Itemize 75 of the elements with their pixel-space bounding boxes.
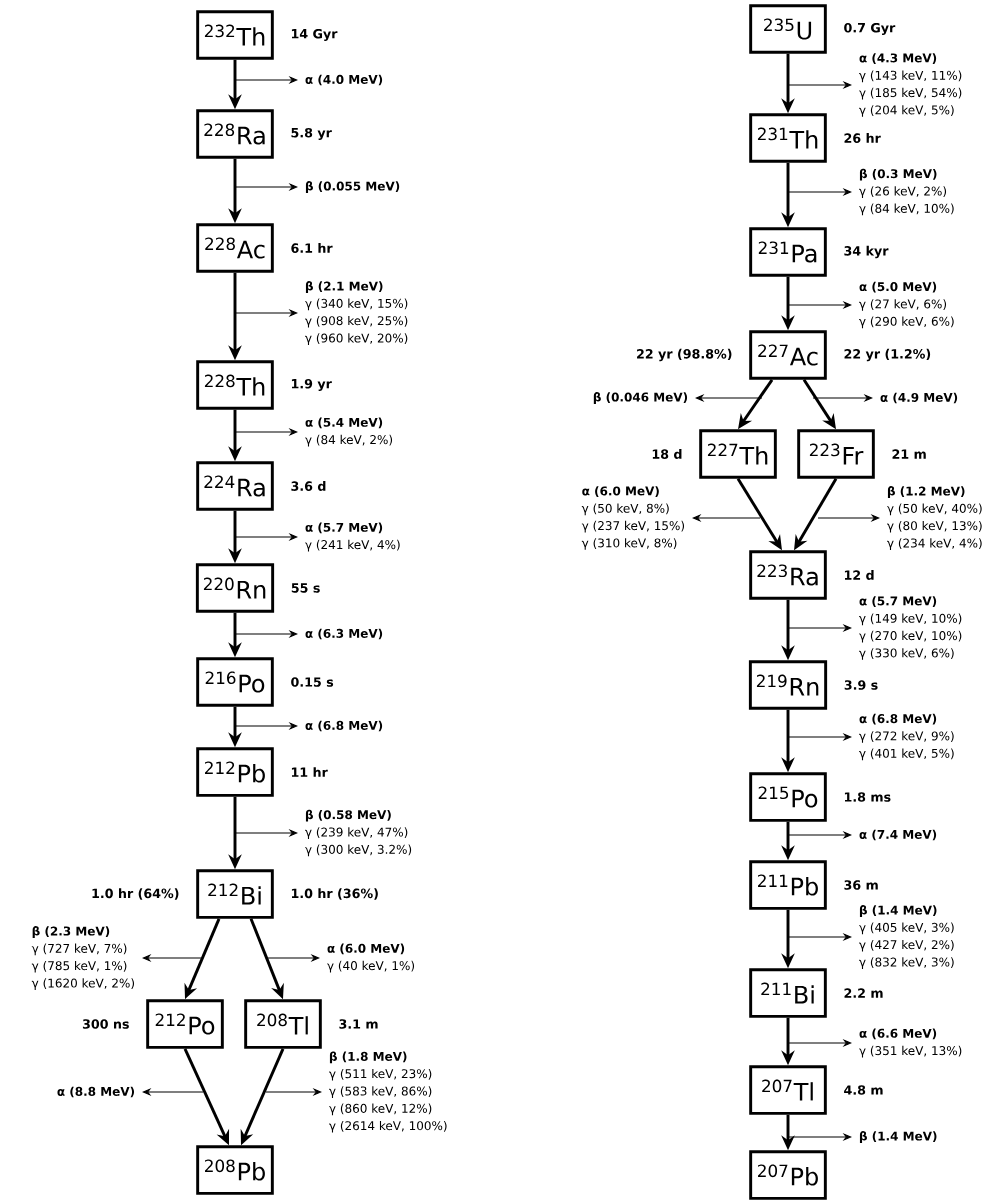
half-life-label: 3.6 d (291, 481, 326, 491)
half-life-label: 22 yr (98.8%) (637, 348, 732, 362)
emission-label: α (8.8 MeV) (57, 1086, 135, 1098)
half-life-label: 18 d (652, 449, 682, 459)
nuclide-box: $^{228}$Ra (196, 109, 274, 159)
nuclide-box: $^{228}$Ac (196, 223, 274, 273)
half-life-label: 0.15 s (291, 677, 334, 687)
half-life-label: 21 m (892, 449, 926, 459)
nuclide-box: $^{228}$Th (196, 360, 274, 410)
nuclide-box: $^{207}$Pb (749, 1150, 827, 1200)
emission-label: α (5.0 MeV) γ (27 keV, 6%) γ (290 keV, 6%) (859, 281, 954, 329)
emission-label: β (1.8 MeV) γ (511 keV, 23%) γ (583 keV, 86%) γ (860 keV, 12%) γ (2614 keV, 100%) (329, 1051, 447, 1133)
emission-label: β (1.2 MeV) γ (50 keV, 40%) γ (80 keV, 13%) γ (234 keV, 4%) (887, 486, 982, 550)
half-life-label: 26 hr (844, 133, 881, 143)
emission-label: α (5.4 MeV) γ (84 keV, 2%) (305, 417, 393, 447)
half-life-label: 1.9 yr (291, 378, 332, 392)
emission-label: β (0.055 MeV) (305, 181, 400, 193)
emission-label: β (0.58 MeV) γ (239 keV, 47%) γ (300 keV, 3.2%) (305, 809, 412, 857)
half-life-label: 0.7 Gyr (844, 22, 896, 36)
half-life-label: 4.8 m (844, 1085, 883, 1095)
nuclide-box: $^{223}$Ra (749, 550, 827, 600)
half-life-label: 14 Gyr (291, 28, 338, 42)
emission-label: α (6.8 MeV) (305, 720, 383, 732)
half-life-label: 1.8 ms (844, 792, 891, 802)
emission-label: β (0.046 MeV) (593, 392, 688, 404)
emission-label: β (1.4 MeV) γ (405 keV, 3%) γ (427 keV, 2%) γ (832 keV, 3%) (859, 905, 954, 969)
emission-label: α (5.7 MeV) γ (149 keV, 10%) γ (270 keV, 10%) γ (330 keV, 6%) (859, 596, 962, 660)
emission-label: α (6.8 MeV) γ (272 keV, 9%) γ (401 keV, 5%) (859, 713, 954, 761)
half-life-label: 34 kyr (844, 245, 889, 259)
emission-label: α (6.3 MeV) (305, 628, 383, 640)
half-life-label: 2.2 m (844, 988, 883, 998)
half-life-label: 55 s (291, 583, 320, 593)
emission-label: α (6.6 MeV) γ (351 keV, 13%) (859, 1028, 962, 1058)
nuclide-box: $^{208}$Pb (196, 1145, 274, 1195)
emission-label: β (2.3 MeV) γ (727 keV, 7%) γ (785 keV, 1%) γ (1620 keV, 2%) (31, 926, 134, 990)
nuclide-box: $^{216}$Po (196, 657, 274, 707)
nuclide-box: $^{227}$Th (699, 429, 777, 479)
half-life-label: 1.0 hr (64%) (92, 888, 179, 900)
nuclide-box: $^{207}$Tl (749, 1065, 827, 1115)
emission-label: β (2.1 MeV) γ (340 keV, 15%) γ (908 keV, 25%) γ (960 keV, 20%) (305, 281, 408, 345)
nuclide-box: $^{212}$Po (146, 999, 224, 1049)
emission-label: α (7.4 MeV) (859, 829, 937, 841)
nuclide-box: $^{220}$Rn (195, 563, 275, 613)
nuclide-box: $^{219}$Rn (748, 660, 828, 710)
emission-label: α (6.0 MeV) γ (50 keV, 8%) γ (237 keV, 15%) γ (310 keV, 8%) (581, 486, 684, 550)
half-life-label: 5.8 yr (291, 127, 332, 141)
half-life-label: 22 yr (1.2%) (844, 348, 931, 362)
nuclide-box: $^{224}$Ra (196, 461, 274, 511)
nuclide-box: $^{235}$U (749, 4, 827, 54)
nuclide-box: $^{231}$Pa (749, 227, 827, 277)
half-life-label: 12 d (844, 570, 874, 580)
nuclide-box: $^{211}$Pb (749, 860, 827, 910)
half-life-label: 3.9 s (844, 680, 878, 690)
emission-label: α (4.9 MeV) (880, 392, 958, 404)
emission-label: α (6.0 MeV) γ (40 keV, 1%) (327, 943, 415, 973)
half-life-label: 300 ns (82, 1019, 129, 1029)
nuclide-box: $^{215}$Po (749, 772, 827, 822)
emission-label: β (1.4 MeV) (859, 1131, 937, 1143)
half-life-label: 36 m (844, 880, 878, 890)
emission-label: α (4.0 MeV) (305, 74, 383, 86)
half-life-label: 11 hr (291, 767, 328, 777)
nuclide-box: $^{232}$Th (196, 10, 274, 60)
nuclide-box: $^{208}$Tl (244, 999, 322, 1049)
emission-label: α (4.3 MeV) γ (143 keV, 11%) γ (185 keV, 54%) γ (204 keV, 5%) (859, 53, 962, 117)
emission-label: α (5.7 MeV) γ (241 keV, 4%) (305, 522, 400, 552)
nuclide-box: $^{211}$Bi (749, 968, 827, 1018)
nuclide-box: $^{212}$Bi (196, 869, 274, 919)
emission-label: β (0.3 MeV) γ (26 keV, 2%) γ (84 keV, 10%) (859, 168, 954, 216)
nuclide-box: $^{212}$Pb (196, 747, 274, 797)
half-life-label: 1.0 hr (36%) (291, 888, 378, 900)
half-life-label: 3.1 m (339, 1019, 378, 1029)
half-life-label: 6.1 hr (291, 243, 333, 253)
nuclide-box: $^{223}$Fr (797, 429, 875, 479)
nuclide-box: $^{231}$Th (749, 113, 827, 163)
nuclide-box: $^{227}$Ac (749, 330, 827, 380)
